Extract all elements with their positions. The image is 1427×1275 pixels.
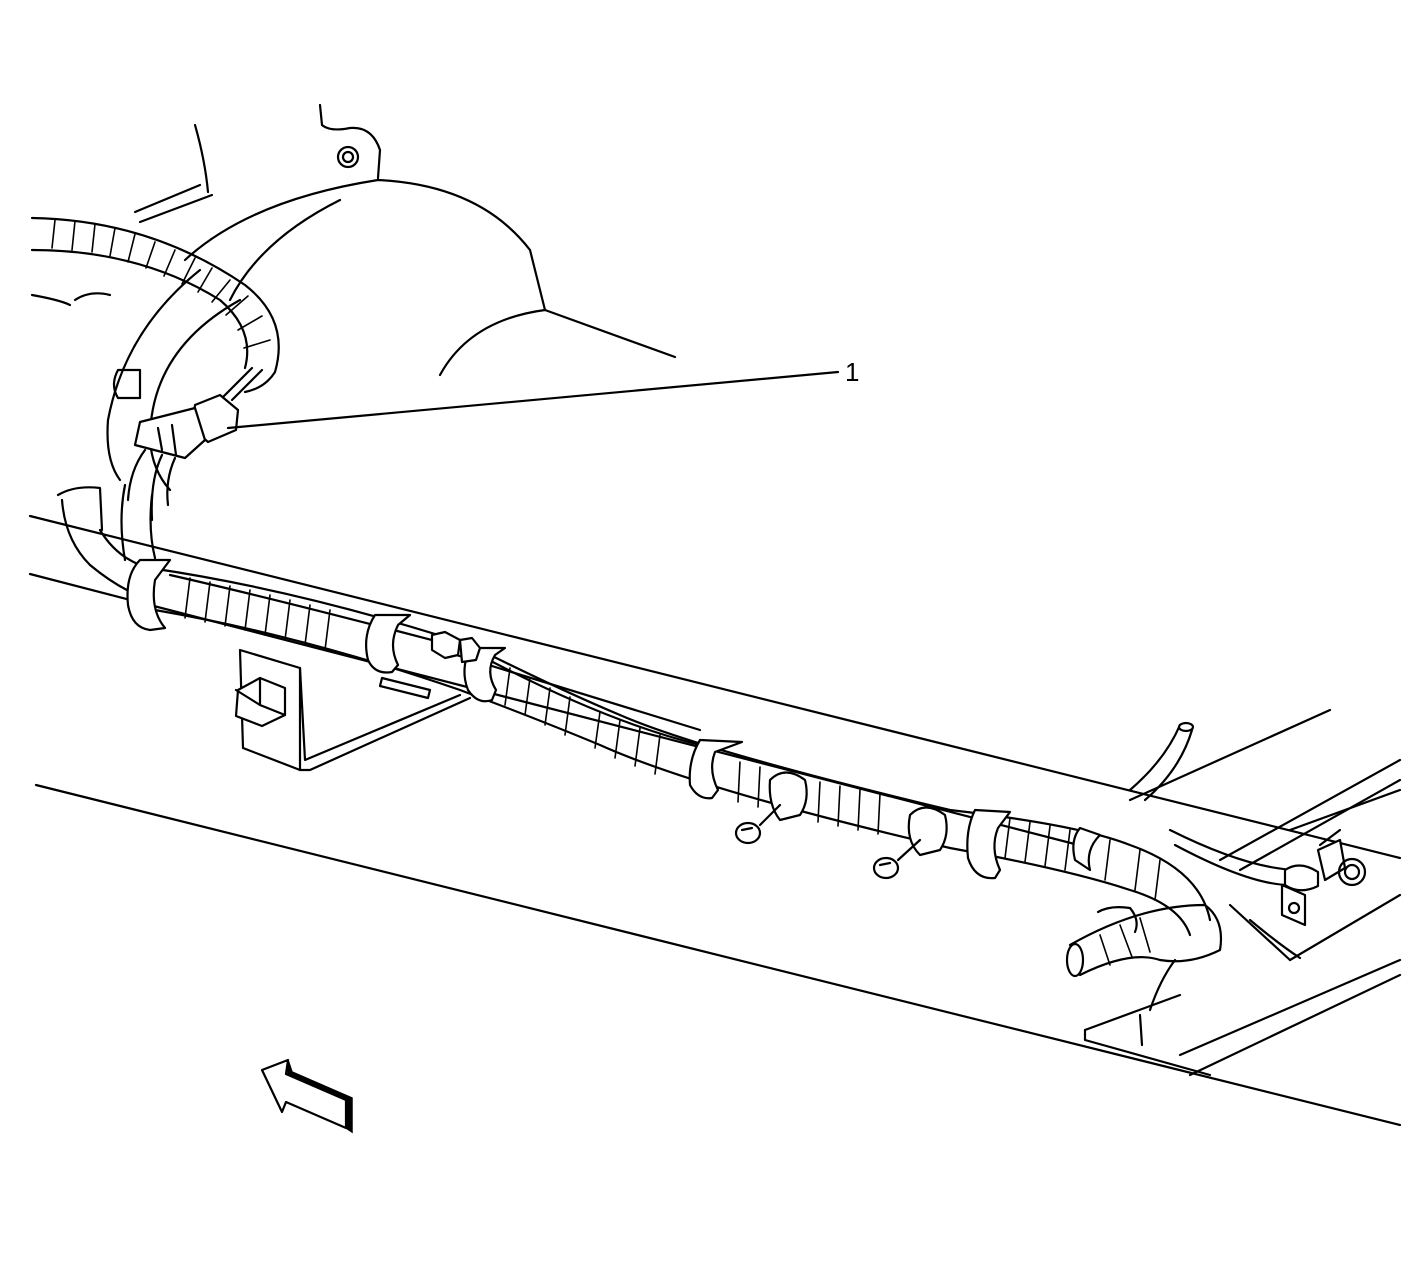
transmission-housing: [106, 103, 677, 492]
frame-rail: [28, 514, 1402, 1127]
leader-line: [226, 370, 840, 430]
mounting-bracket: [234, 648, 472, 772]
callout-1: 1: [226, 357, 859, 430]
main-harness: [148, 566, 1212, 937]
push-pin-1: [734, 821, 762, 845]
right-end-connector: [1168, 828, 1367, 962]
upper-harness: [30, 216, 280, 402]
push-pin-2: [872, 856, 900, 880]
front-direction-arrow-icon: [260, 1058, 353, 1134]
harness-grommets: [126, 558, 1102, 880]
harness-tape-block: [378, 630, 482, 700]
brake-line-tube: [1065, 721, 1223, 978]
callout-label: 1: [845, 357, 859, 387]
crossmember: [1083, 708, 1402, 1077]
push-pin-clips: [734, 771, 948, 880]
harness-connector: [126, 393, 240, 522]
